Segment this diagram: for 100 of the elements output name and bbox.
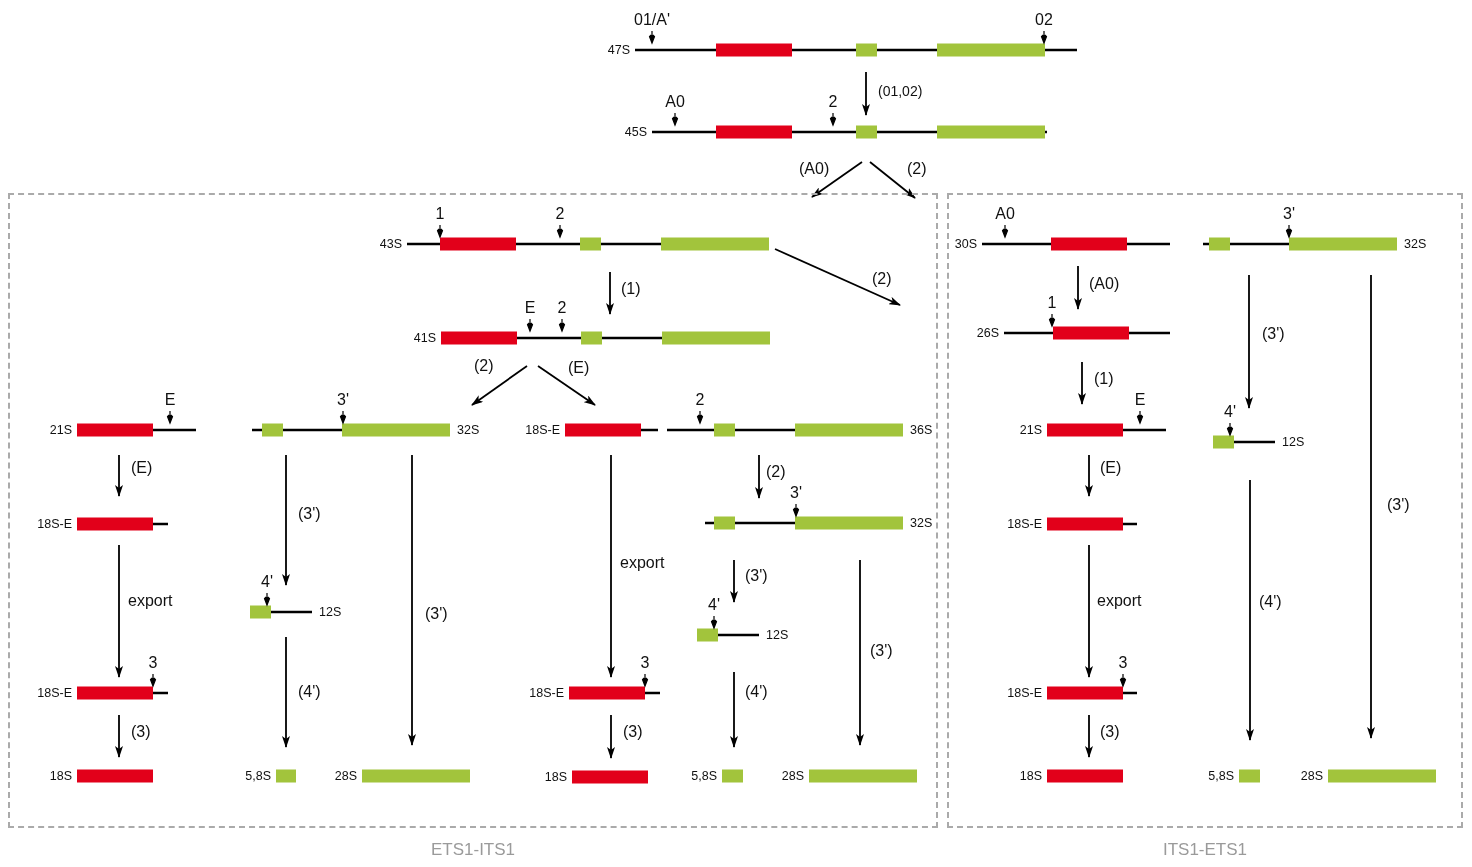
arrow — [1074, 265, 1082, 310]
edge-label: (4') — [297, 683, 322, 701]
edge-label: (4') — [744, 683, 769, 701]
cleavage-site-label: 2 — [556, 299, 568, 317]
edge-label: (3') — [1261, 325, 1286, 343]
arrow — [282, 636, 290, 748]
cleavage-site-label: E — [1133, 391, 1147, 409]
rna-species-label: 30S — [954, 236, 977, 252]
rna-species-label: 18S-E — [1007, 685, 1042, 701]
arrow — [537, 365, 596, 406]
arrow — [408, 454, 416, 746]
edge-label: export — [127, 592, 174, 610]
rna-species-label: 18S-E — [529, 685, 564, 701]
edge-label: (3') — [297, 505, 322, 523]
arrow — [115, 714, 123, 758]
arrow — [862, 71, 870, 116]
arrow — [1085, 454, 1093, 497]
edge-label: (1) — [620, 280, 642, 298]
edge-label: (4') — [1258, 593, 1283, 611]
arrow — [115, 454, 123, 497]
rna-species-label: 21S — [1019, 422, 1042, 438]
rna-species-label: 32S — [910, 515, 933, 531]
cleavage-site-label: 01/A' — [633, 11, 671, 29]
edge-label: (E) — [567, 359, 591, 377]
rna-species-label: 28S — [334, 768, 357, 784]
arrow — [774, 248, 901, 306]
edge-label: (A0) — [1088, 275, 1121, 293]
region-caption: ITS1-ETS1 — [1161, 840, 1249, 860]
rna-species-label: 5,8S — [691, 768, 717, 784]
arrow — [730, 671, 738, 748]
cleavage-site-label: A0 — [664, 93, 686, 111]
cleavage-site-label: 1 — [434, 205, 446, 223]
rna-species-label: 36S — [910, 422, 933, 438]
cleavage-site-label: E — [163, 391, 177, 409]
rna-species-label: 32S — [1404, 236, 1427, 252]
edge-label: export — [1096, 592, 1143, 610]
cleavage-site-label: 3' — [1282, 205, 1296, 223]
rna-species-label: 18S — [49, 768, 72, 784]
edge-label: export — [619, 554, 666, 572]
edge-label: (A0) — [798, 160, 831, 178]
region-caption: ETS1-ITS1 — [429, 840, 517, 860]
arrow — [1078, 361, 1086, 405]
rna-species-label: 5,8S — [245, 768, 271, 784]
cleavage-site-label: 3' — [336, 391, 350, 409]
arrow — [856, 559, 864, 746]
arrow — [1246, 479, 1254, 741]
rna-species-label: 12S — [766, 627, 789, 643]
cleavage-site-label: 2 — [694, 391, 706, 409]
edge-label: (E) — [130, 459, 154, 477]
rna-species-label: 21S — [49, 422, 72, 438]
arrow — [1085, 714, 1093, 758]
edge-label: (3') — [1386, 496, 1411, 514]
rna-species-label: 28S — [781, 768, 804, 784]
arrow — [1245, 274, 1253, 409]
rna-species-label: 32S — [457, 422, 480, 438]
cleavage-site-label: 3 — [147, 654, 159, 672]
cleavage-site-label: 2 — [827, 93, 839, 111]
edge-label: (3') — [869, 642, 894, 660]
arrow — [811, 161, 863, 198]
cleavage-site-label: 4' — [707, 596, 721, 614]
edge-label: (3') — [744, 567, 769, 585]
rna-species-label: 18S-E — [525, 422, 560, 438]
arrow — [282, 454, 290, 586]
arrow — [755, 454, 763, 499]
cleavage-site-label: 4' — [1223, 403, 1237, 421]
cleavage-site-label: 3' — [789, 484, 803, 502]
arrow — [115, 544, 123, 678]
rna-species-label: 28S — [1300, 768, 1323, 784]
arrow — [1085, 544, 1093, 678]
edge-label: (3) — [622, 723, 644, 741]
cleavage-site-label: 02 — [1034, 11, 1054, 29]
arrow — [1367, 274, 1375, 739]
arrow — [730, 559, 738, 603]
rna-species-label: 18S — [1019, 768, 1042, 784]
rna-species-label: 47S — [607, 42, 630, 58]
cleavage-site-label: 4' — [260, 573, 274, 591]
edge-label: (01,02) — [877, 82, 924, 100]
rna-species-label: 18S — [544, 769, 567, 785]
rna-species-label: 45S — [624, 124, 647, 140]
rna-species-label: 12S — [1282, 434, 1305, 450]
cleavage-site-label: 3 — [1117, 654, 1129, 672]
arrow — [607, 454, 615, 678]
arrow — [607, 714, 615, 759]
edge-label: (2) — [871, 270, 893, 288]
edge-label: (3) — [130, 723, 152, 741]
rna-species-label: 12S — [319, 604, 342, 620]
rna-species-label: 5,8S — [1208, 768, 1234, 784]
cleavage-site-label: A0 — [994, 205, 1016, 223]
arrow — [606, 271, 614, 315]
edge-label: (2) — [906, 160, 928, 178]
edge-label: (3) — [1099, 723, 1121, 741]
rna-species-label: 41S — [413, 330, 436, 346]
rna-species-label: 18S-E — [1007, 516, 1042, 532]
edge-label: (3') — [424, 605, 449, 623]
edge-label: (E) — [1099, 459, 1123, 477]
arrow — [869, 161, 916, 199]
cleavage-site-label: E — [523, 299, 537, 317]
edge-label: (2) — [473, 357, 495, 375]
cleavage-site-label: 1 — [1046, 294, 1058, 312]
rna-species-label: 43S — [379, 236, 402, 252]
